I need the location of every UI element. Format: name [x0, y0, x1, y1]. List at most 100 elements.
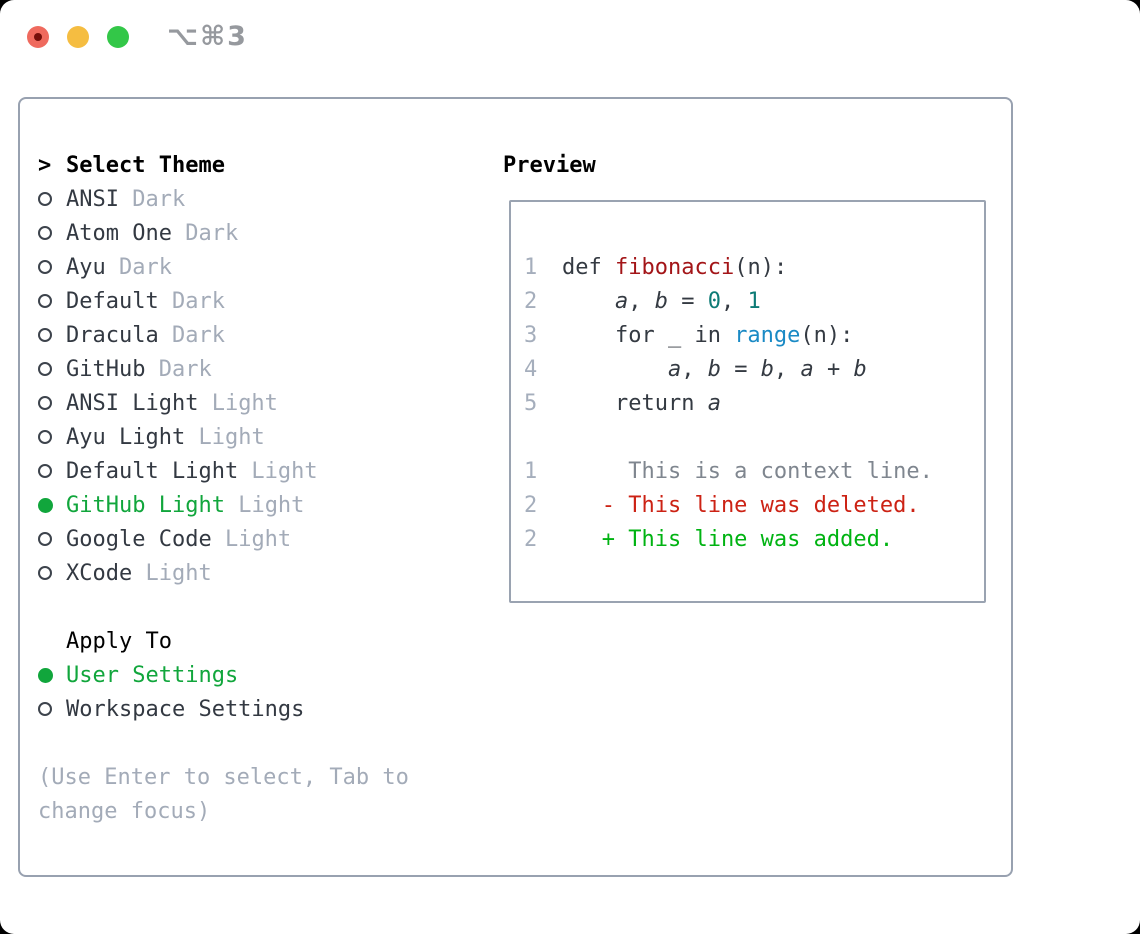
code-segment: def: [562, 254, 615, 280]
radio-icon: [38, 226, 66, 240]
option-label: XCode: [66, 560, 133, 586]
radio-icon: [38, 294, 66, 308]
preview-line: 5 return a: [524, 386, 984, 420]
option-label: Google Code: [66, 526, 212, 552]
spacer: [38, 590, 409, 624]
code-segment: - This line was deleted.: [562, 492, 920, 518]
code-segment: ,: [628, 288, 655, 314]
line-number: 1: [524, 254, 538, 280]
option-variant-label: Light: [198, 390, 278, 416]
preview-blank-line: [524, 420, 984, 454]
preview-line: 1 This is a context line.: [524, 454, 984, 488]
option-variant-label: Dark: [118, 186, 186, 212]
code-segment: =: [720, 356, 761, 382]
theme-option[interactable]: Atom One Dark: [38, 216, 409, 250]
code-segment: fibonacci: [614, 254, 735, 280]
preview-line: 2 + This line was added.: [524, 522, 984, 556]
radio-icon: [38, 260, 66, 274]
code-segment: ,: [720, 288, 748, 314]
code-segment: (n):: [800, 322, 854, 348]
option-label: Ayu Light: [66, 424, 186, 450]
radio-icon: [38, 328, 66, 342]
code-segment: 1: [747, 288, 761, 314]
theme-picker-panel: [18, 97, 1013, 877]
theme-option[interactable]: ANSI Dark: [38, 182, 409, 216]
apply-option[interactable]: User Settings: [38, 658, 409, 692]
code-segment: + This line was added.: [562, 526, 894, 552]
hint-line-2: change focus): [38, 798, 211, 824]
theme-option[interactable]: GitHub Light Light: [38, 488, 409, 522]
theme-option[interactable]: Ayu Dark: [38, 250, 409, 284]
hint-line-1: (Use Enter to select, Tab to: [38, 764, 409, 790]
code-segment: ,: [681, 356, 708, 382]
preview-line: 1 def fibonacci(n):: [524, 250, 984, 284]
line-number: 5: [524, 390, 538, 416]
preview-line: 2 - This line was deleted.: [524, 488, 984, 522]
option-variant-label: Dark: [145, 356, 212, 382]
option-label: User Settings: [66, 662, 239, 688]
line-number: 4: [524, 356, 538, 382]
select-theme-title: Select Theme: [66, 152, 225, 178]
code-segment: for _ in: [562, 322, 735, 348]
code-segment: b: [707, 356, 721, 382]
apply-option[interactable]: Workspace Settings: [38, 692, 409, 726]
theme-option[interactable]: Default Dark: [38, 284, 409, 318]
option-variant-label: Dark: [171, 220, 239, 246]
radio-icon: [38, 362, 66, 376]
theme-option[interactable]: Default Light Light: [38, 454, 409, 488]
minimize-button[interactable]: [67, 26, 89, 48]
option-variant-label: Light: [132, 560, 212, 586]
select-theme-header: > Select Theme: [38, 148, 409, 182]
radio-icon: [38, 396, 66, 410]
radio-icon: [38, 566, 66, 580]
theme-option[interactable]: Ayu Light Light: [38, 420, 409, 454]
code-segment: b: [654, 288, 668, 314]
radio-icon: [38, 430, 66, 444]
apply-to-title: Apply To: [66, 628, 172, 654]
option-label: ANSI: [66, 186, 119, 212]
line-number: 3: [524, 322, 538, 348]
theme-option[interactable]: Google Code Light: [38, 522, 409, 556]
theme-option[interactable]: Dracula Dark: [38, 318, 409, 352]
code-segment: b: [760, 356, 774, 382]
close-button[interactable]: [27, 26, 49, 48]
code-segment: [562, 357, 668, 382]
cursor-icon: >: [38, 152, 52, 178]
option-label: Atom One: [66, 220, 172, 246]
option-label: Default: [66, 288, 159, 314]
window-title: ⌥⌘3: [167, 21, 248, 52]
option-variant-label: Light: [238, 458, 318, 484]
line-number: 2: [524, 288, 538, 314]
preview-line: 4 a, b = b, a + b: [524, 352, 984, 386]
line-number: 1: [524, 458, 538, 484]
zoom-button[interactable]: [107, 26, 129, 48]
code-segment: a: [800, 356, 814, 382]
radio-selected-icon: [38, 497, 66, 513]
option-variant-label: Dark: [158, 322, 225, 348]
code-segment: range: [734, 322, 801, 348]
code-segment: b: [853, 356, 867, 382]
option-label: Dracula: [66, 322, 159, 348]
option-variant-label: Dark: [105, 254, 172, 280]
theme-option[interactable]: ANSI Light Light: [38, 386, 409, 420]
option-variant-label: Light: [224, 492, 305, 518]
code-segment: +: [813, 356, 854, 382]
option-label: GitHub Light: [66, 492, 225, 518]
code-segment: a: [614, 288, 629, 314]
option-variant-label: Light: [211, 526, 292, 552]
theme-option[interactable]: XCode Light: [38, 556, 409, 590]
radio-selected-icon: [38, 667, 66, 683]
radio-icon: [38, 192, 66, 206]
line-number: 2: [524, 492, 538, 518]
preview-title: Preview: [503, 153, 596, 178]
option-variant-label: Dark: [158, 288, 225, 314]
preview-line: 2 a, b = 0, 1: [524, 284, 984, 318]
code-segment: (n):: [734, 254, 788, 280]
code-segment: a: [707, 390, 721, 416]
theme-option[interactable]: GitHub Dark: [38, 352, 409, 386]
radio-icon: [38, 464, 66, 478]
option-label: ANSI Light: [66, 390, 199, 416]
